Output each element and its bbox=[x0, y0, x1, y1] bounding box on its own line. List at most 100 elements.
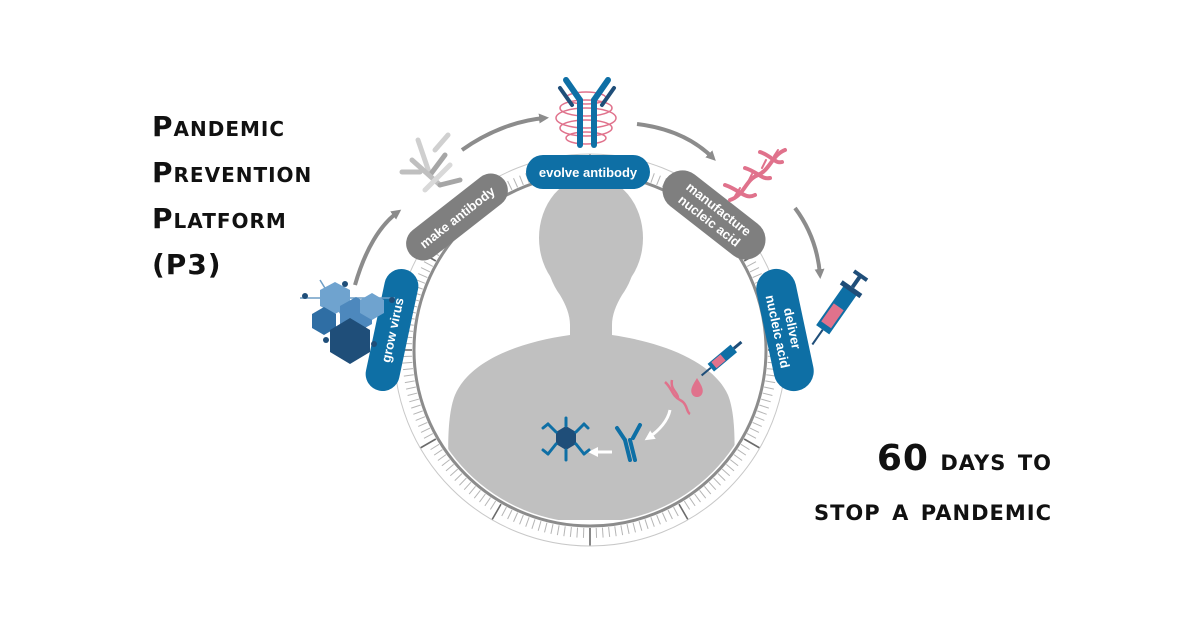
minor-tick bbox=[747, 262, 756, 267]
minor-tick bbox=[757, 411, 766, 414]
minor-tick bbox=[657, 515, 661, 524]
minor-tick bbox=[442, 460, 450, 466]
tagline-number: 60 bbox=[877, 438, 929, 479]
minor-tick bbox=[532, 519, 535, 529]
minor-tick bbox=[502, 507, 507, 516]
minor-tick bbox=[446, 464, 454, 470]
minor-tick bbox=[577, 528, 578, 538]
antibody-cluster-icon bbox=[402, 135, 460, 190]
minor-tick bbox=[464, 482, 471, 489]
minor-tick bbox=[424, 434, 433, 439]
minor-tick bbox=[520, 515, 524, 524]
minor-tick bbox=[651, 517, 654, 526]
minor-tick bbox=[438, 455, 446, 461]
minor-tick bbox=[668, 510, 672, 519]
arrow-make-to-evolve bbox=[462, 118, 545, 150]
minor-tick bbox=[434, 450, 442, 456]
minor-tick bbox=[695, 494, 701, 502]
minor-tick bbox=[741, 444, 749, 449]
title-line: Pandemic bbox=[152, 104, 312, 150]
minor-tick bbox=[418, 422, 427, 426]
major-tick bbox=[492, 504, 501, 520]
minor-tick bbox=[514, 513, 518, 522]
tagline: 60 days to stop a pandemic bbox=[814, 434, 1052, 536]
title-line: (P3) bbox=[152, 242, 312, 288]
minor-tick bbox=[730, 460, 738, 466]
minor-tick bbox=[734, 455, 742, 461]
major-tick bbox=[679, 504, 688, 520]
minor-tick bbox=[490, 501, 495, 509]
syringe-icon bbox=[803, 269, 871, 352]
minor-tick bbox=[714, 478, 721, 485]
minor-tick bbox=[651, 173, 654, 182]
minor-tick bbox=[538, 521, 541, 531]
minor-tick bbox=[557, 525, 559, 535]
minor-tick bbox=[753, 422, 762, 426]
title-line: Prevention bbox=[152, 150, 312, 196]
minor-tick bbox=[564, 526, 565, 536]
human-silhouette bbox=[448, 176, 734, 520]
arrow-manufacture-to-deliver bbox=[795, 208, 820, 275]
minor-tick bbox=[520, 176, 524, 185]
arrow-evolve-to-manufacture bbox=[637, 124, 713, 158]
minor-tick bbox=[508, 510, 512, 519]
minor-tick bbox=[684, 501, 689, 509]
minor-tick bbox=[615, 526, 616, 536]
minor-tick bbox=[709, 482, 716, 489]
minor-tick bbox=[602, 528, 603, 538]
minor-tick bbox=[570, 527, 571, 537]
minor-tick bbox=[551, 524, 553, 534]
minor-tick bbox=[474, 490, 480, 498]
minor-tick bbox=[633, 523, 635, 533]
step-evolve-antibody: evolve antibody bbox=[526, 155, 650, 189]
minor-tick bbox=[718, 474, 725, 481]
minor-tick bbox=[411, 405, 421, 408]
tagline-line1-rest: days to bbox=[929, 443, 1052, 478]
minor-tick bbox=[402, 362, 412, 363]
major-tick bbox=[744, 439, 760, 448]
major-tick bbox=[420, 439, 436, 448]
step-label: make antibody bbox=[417, 183, 499, 251]
minor-tick bbox=[662, 513, 666, 522]
minor-tick bbox=[747, 434, 756, 439]
minor-tick bbox=[508, 181, 512, 190]
minor-tick bbox=[459, 478, 466, 485]
dna-icon bbox=[725, 150, 785, 200]
minor-tick bbox=[421, 268, 430, 272]
minor-tick bbox=[761, 399, 771, 402]
minor-tick bbox=[418, 274, 427, 278]
minor-tick bbox=[657, 176, 661, 185]
page-title: Pandemic Prevention Platform (P3) bbox=[152, 104, 312, 288]
small-syringe-icon bbox=[698, 338, 744, 379]
minor-tick bbox=[627, 524, 629, 534]
step-label: evolve antibody bbox=[539, 165, 638, 180]
minor-tick bbox=[704, 486, 710, 494]
minor-tick bbox=[404, 375, 414, 376]
minor-tick bbox=[514, 178, 518, 187]
minor-tick bbox=[750, 268, 759, 272]
minor-tick bbox=[469, 486, 475, 494]
title-line: Platform bbox=[152, 196, 312, 242]
minor-tick bbox=[750, 428, 759, 432]
minor-tick bbox=[755, 417, 764, 421]
minor-tick bbox=[455, 474, 462, 481]
minor-tick bbox=[700, 490, 706, 498]
minor-tick bbox=[639, 521, 642, 531]
minor-tick bbox=[764, 387, 774, 389]
tagline-line1: 60 days to bbox=[814, 434, 1052, 486]
minor-tick bbox=[408, 393, 418, 395]
minor-tick bbox=[485, 498, 491, 506]
minor-tick bbox=[738, 450, 746, 456]
minor-tick bbox=[431, 444, 439, 449]
minor-tick bbox=[674, 507, 679, 516]
minor-tick bbox=[424, 262, 433, 267]
minor-tick bbox=[405, 381, 415, 383]
minor-tick bbox=[421, 428, 430, 432]
minor-tick bbox=[763, 393, 773, 395]
minor-tick bbox=[450, 469, 457, 476]
minor-tick bbox=[413, 411, 422, 414]
minor-tick bbox=[416, 417, 425, 421]
minor-tick bbox=[722, 469, 729, 476]
minor-tick bbox=[690, 498, 696, 506]
